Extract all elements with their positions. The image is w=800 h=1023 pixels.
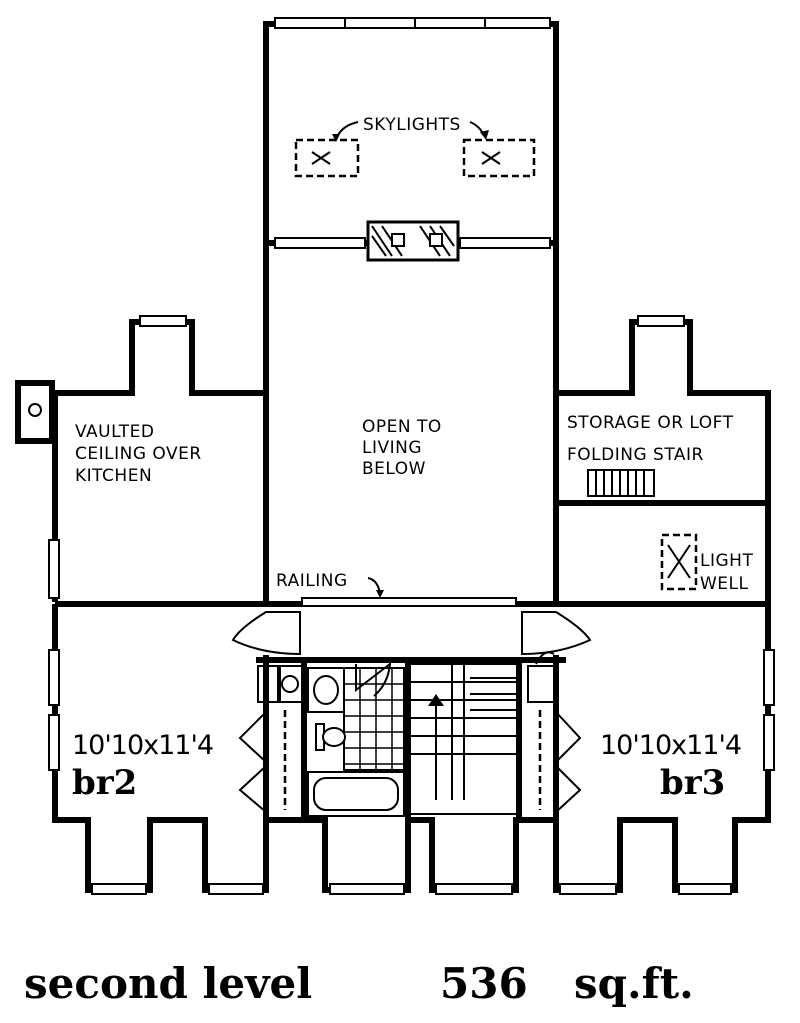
railing-icon [301, 577, 517, 607]
windows [48, 17, 775, 895]
closet-left [238, 665, 303, 813]
vaulted-label-line2: CEILING OVER [75, 444, 202, 464]
bathtub-icon [307, 771, 405, 817]
skylights-label: SKYLIGHTS [363, 115, 461, 135]
br2-name: br2 [72, 763, 137, 803]
light-well-label-line1: LIGHT [700, 551, 753, 571]
folding-stair-icon [587, 469, 655, 497]
toilet-icon [315, 723, 346, 751]
light-well-label-line2: WELL [700, 574, 749, 594]
open-to-label-line2: LIVING [362, 438, 422, 458]
br2-dimensions: 10'10x11'4 [72, 730, 213, 761]
light-well-icon [660, 533, 698, 591]
open-to-label-line3: BELOW [362, 459, 426, 479]
skylights-icon [294, 121, 536, 178]
closet-right [527, 651, 582, 813]
caption-unit: sq.ft. [574, 959, 694, 1008]
storage-label: STORAGE OR LOFT [567, 413, 734, 433]
sink-icon [307, 667, 345, 713]
folding-stair-label: FOLDING STAIR [567, 445, 704, 465]
vaulted-label-line3: KITCHEN [75, 466, 152, 486]
railing-label: RAILING [276, 571, 348, 591]
chimney-icon [366, 220, 460, 262]
br3-name: br3 [660, 763, 725, 803]
caption-area: 536 [440, 959, 528, 1008]
bathroom [307, 661, 405, 817]
hall-arcs [231, 611, 592, 656]
open-to-label-line1: OPEN TO [362, 417, 442, 437]
caption-level: second level [24, 959, 312, 1008]
stairs-icon [409, 663, 519, 815]
br3-dimensions: 10'10x11'4 [600, 730, 741, 761]
vaulted-label-line1: VAULTED [75, 422, 154, 442]
